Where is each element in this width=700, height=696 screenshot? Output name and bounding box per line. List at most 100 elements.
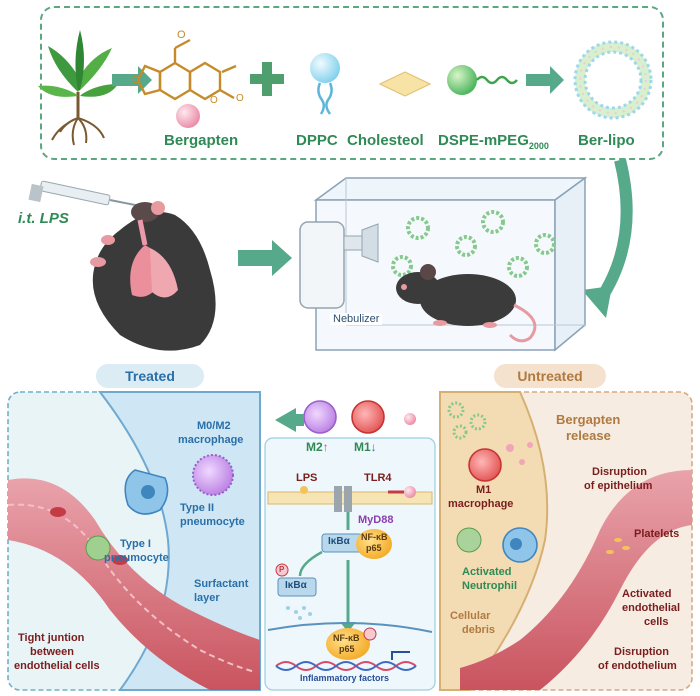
red-blood-cell-icon — [50, 507, 66, 517]
bergapten-ligand-icon — [404, 413, 416, 425]
tlr4-label: TLR4 — [364, 472, 392, 484]
cholesterol-icon — [378, 71, 432, 97]
release-label: Bergapten — [556, 412, 621, 427]
dppc-icon — [310, 53, 340, 115]
ring-o-label: O — [132, 75, 140, 86]
nfkb-label: NF-κB — [361, 532, 388, 542]
inflammatory-factors-label: Inflammatory factors — [300, 673, 390, 683]
blood-vessel-icon — [8, 478, 260, 690]
ber-lipo-icon — [573, 40, 653, 120]
cellular-debris-label: Cellular — [450, 610, 491, 622]
disruption-endothelium-label-b: of endothelium — [598, 660, 677, 672]
arrow-icon-2 — [526, 66, 564, 94]
treated-arrow-icon — [275, 408, 304, 432]
bergapten-inhibitor-icon — [404, 486, 416, 498]
treated-title: Treated — [96, 364, 204, 388]
activated-endothelial-label: Activated — [622, 588, 672, 600]
m2-cell-icon — [303, 400, 337, 434]
arrow-icon-3 — [238, 240, 292, 276]
aerosolized-liposomes-icon — [391, 210, 556, 278]
tight-junction-label-b: between — [30, 646, 75, 658]
activated-neutrophil-label: Activated — [462, 566, 512, 578]
plus-icon — [250, 62, 284, 96]
neutrophil-icon — [502, 527, 538, 563]
m2-text: M2 — [306, 440, 323, 454]
lps-dot-icon — [300, 486, 308, 494]
dspe-mpeg-icon — [447, 65, 518, 95]
m2-label: M2↑ — [306, 440, 329, 454]
m0m2-label: M0/M2 — [197, 420, 231, 432]
tight-junction-label-c: endothelial cells — [14, 660, 100, 672]
lps-label: LPS — [296, 472, 318, 484]
type2-label-b: pneumocyte — [180, 516, 245, 528]
type1-label-b: pneumocyte — [104, 552, 169, 564]
dspe-label: DSPE-mPEG2000 — [438, 132, 549, 151]
intubated-mouse-icon — [90, 201, 216, 351]
cellular-debris-label-b: debris — [462, 624, 496, 636]
type1-label: Type I — [120, 538, 151, 550]
flow-arrow-icon — [594, 158, 633, 304]
transcription-arrow-icon — [391, 651, 410, 660]
ring-o-label-2: O — [210, 95, 218, 106]
nebulizer-label: Nebulizer — [330, 313, 383, 325]
myd88-label: MyD88 — [358, 514, 394, 526]
m1-macrophage-label: M1 — [476, 484, 492, 496]
translocation-arrowhead-icon — [340, 622, 356, 632]
nuclear-p65-label: p65 — [339, 644, 355, 654]
degraded-fragments-icon — [286, 606, 312, 620]
bergapten-sphere-icon — [176, 104, 200, 128]
platelets-label: Platelets — [634, 528, 680, 540]
dspe-text: DSPE-mPEG — [438, 132, 529, 149]
methoxy-o-label: O — [177, 29, 186, 41]
synthesis-panel — [40, 6, 664, 160]
disruption-epithelium-label: Disruption — [592, 466, 647, 478]
m1-cell-icon — [351, 400, 385, 434]
type2-label: Type II — [180, 502, 215, 514]
syringe-icon — [28, 180, 141, 207]
platelets-icon — [606, 538, 630, 554]
released-liposomes-icon — [447, 401, 487, 440]
nuclear-nfkb-label: NF-κB — [333, 633, 360, 643]
plant-icon — [38, 30, 118, 146]
activated-neutrophil-label-b: Neutrophil — [462, 580, 517, 592]
activated-endothelial-label-b: endothelial — [622, 602, 681, 614]
nuclear-phospho-icon — [363, 627, 377, 641]
keto-o-label: O — [236, 93, 244, 104]
release-label-b: release — [566, 428, 611, 443]
treated-mouse-icon — [396, 264, 537, 343]
surfactant-label: Surfactant — [194, 578, 249, 590]
bergapten-label: Bergapten — [164, 132, 239, 149]
dppc-label: DPPC — [296, 132, 338, 149]
degradation-arrow-icon — [298, 550, 323, 577]
tlr4-receptor-icon-2 — [344, 486, 352, 512]
inflamed-vessel-icon — [460, 470, 692, 690]
red-blood-cell-icon-2 — [112, 555, 128, 565]
type2-pneumocyte-icon — [124, 469, 169, 515]
ikba-label: IκBα — [328, 536, 350, 547]
m1-macrophage-icon — [468, 448, 502, 482]
tight-junction-label: Tight juntion — [18, 632, 85, 644]
ikba-free-label: IκBα — [285, 580, 307, 591]
m0m2-macrophage-icon — [192, 454, 234, 496]
cell-in-vessel-icon — [85, 535, 111, 561]
bergapten-structure-icon — [136, 38, 237, 101]
bergapten-droplet-icon-3 — [527, 442, 533, 448]
nuclear-nfkb-icon — [326, 628, 370, 660]
lps-instillation-label: i.t. LPS — [18, 210, 69, 227]
p65-label: p65 — [366, 543, 382, 553]
nfkb-complex-icon — [356, 529, 392, 559]
m2-up-arrow: ↑ — [322, 440, 329, 454]
surfactant-label-b: layer — [194, 592, 220, 604]
phospho-label: P — [279, 565, 285, 574]
macrophage-label: macrophage — [178, 434, 244, 446]
m1-macrophage-label-b: macrophage — [448, 498, 514, 510]
cholesterol-label: Cholesteol — [347, 132, 424, 149]
disruption-endothelium-label: Disruption — [614, 646, 669, 658]
ikba-free-icon — [277, 577, 317, 597]
bergapten-droplet-icon — [506, 444, 514, 452]
m1-down-arrow: ↓ — [370, 440, 377, 454]
phospho-icon — [275, 563, 289, 577]
activated-cell-icon — [456, 527, 482, 553]
tlr4-receptor-icon — [334, 486, 342, 512]
